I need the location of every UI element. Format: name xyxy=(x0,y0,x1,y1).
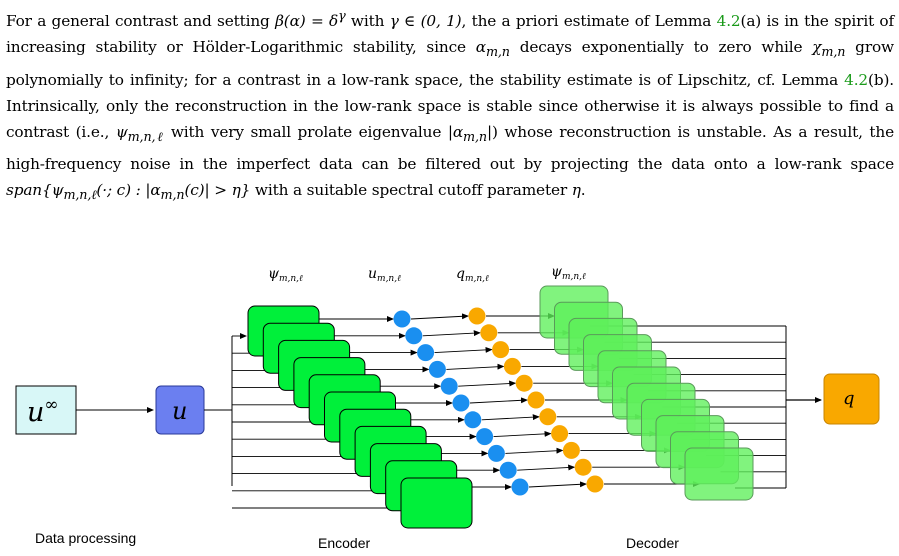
u-coefficient-dot xyxy=(417,344,435,362)
u-to-q-arrow xyxy=(469,397,528,404)
u-to-q-arrow xyxy=(517,464,576,471)
u-to-q-arrow xyxy=(446,363,505,370)
lemma-ref-b[interactable]: 4.2 xyxy=(844,70,868,89)
u-coefficient-dot xyxy=(487,444,505,462)
u-coefficient-dot xyxy=(440,377,458,395)
u-to-q-arrow xyxy=(458,380,517,387)
u-to-q-arrow xyxy=(481,414,540,421)
u-infinity-box xyxy=(15,385,77,435)
lemma-ref-a[interactable]: 4.2 xyxy=(716,12,741,31)
q-coefficient-dot xyxy=(562,441,580,459)
u-to-q-arrow xyxy=(493,430,552,438)
q-coefficient-dot xyxy=(480,324,498,342)
label-data-processing: Data processing xyxy=(35,530,136,546)
q-coefficient-dot xyxy=(551,425,569,443)
u-to-q-arrow xyxy=(505,447,564,454)
encoder-basis-box xyxy=(400,477,473,529)
q-box xyxy=(823,373,880,425)
q-coefficient-dot xyxy=(539,408,557,426)
column-label-psi-encoder: ψm,n,ℓ xyxy=(268,266,303,284)
u-to-q-arrow xyxy=(434,346,493,354)
u-coefficient-dot xyxy=(393,310,411,328)
q-coefficient-dot xyxy=(586,475,604,493)
column-label-psi-decoder: ψm,n,ℓ xyxy=(551,264,586,282)
u-coefficient-dot xyxy=(464,411,482,429)
q-coefficient-dot xyxy=(574,458,592,476)
q-coefficient-dot xyxy=(515,374,533,392)
column-label-q-coefficients: qm,n,ℓ xyxy=(456,266,489,284)
column-label-u-coefficients: um,n,ℓ xyxy=(368,266,401,284)
u-coefficient-dot xyxy=(499,461,517,479)
body-paragraph: For a general contrast and setting β(α) … xyxy=(6,9,895,204)
label-decoder: Decoder xyxy=(626,535,679,551)
label-encoder: Encoder xyxy=(318,535,370,551)
u-to-q-arrow xyxy=(410,313,469,320)
u-coefficient-dot xyxy=(428,360,446,378)
u-to-q-arrow xyxy=(528,481,587,488)
q-coefficient-dot xyxy=(492,341,510,359)
u-infinity-label: u∞ xyxy=(27,395,59,428)
u-to-q-arrow xyxy=(422,330,481,337)
decoder-basis-box xyxy=(684,447,754,501)
q-coefficient-dot xyxy=(527,391,545,409)
encoder-decoder-diagram: ψm,n,ℓ um,n,ℓ qm,n,ℓ ψm,n,ℓ u∞ u q Data … xyxy=(15,264,880,551)
u-coefficient-dot xyxy=(405,327,423,345)
q-coefficient-dot xyxy=(503,357,521,375)
q-coefficient-dot xyxy=(468,307,486,325)
u-coefficient-dot xyxy=(476,428,494,446)
u-coefficient-dot xyxy=(452,394,470,412)
q-label: q xyxy=(843,388,855,409)
u-label: u xyxy=(172,397,187,425)
u-coefficient-dot xyxy=(511,478,529,496)
